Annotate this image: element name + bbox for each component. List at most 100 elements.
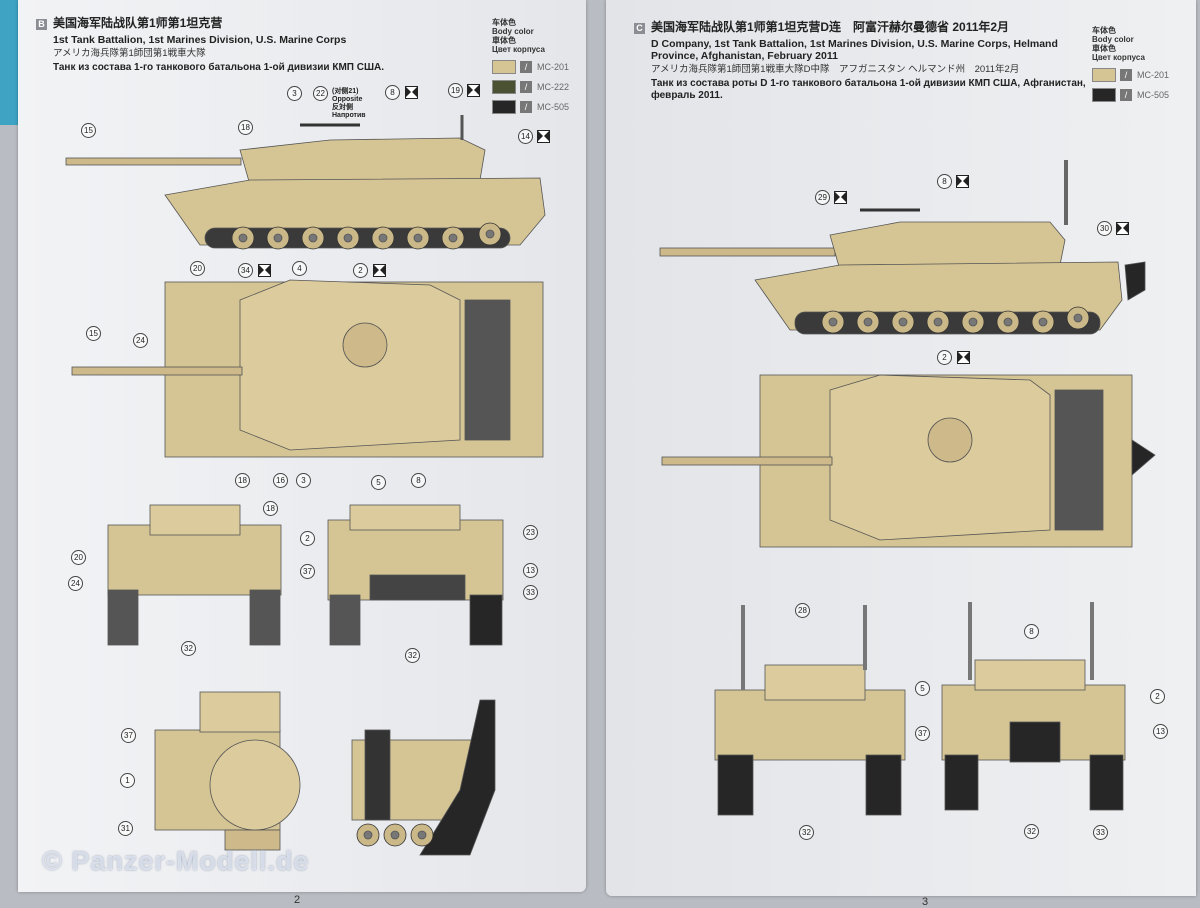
decal-marker-icon bbox=[1116, 222, 1129, 235]
callout: 24 bbox=[133, 333, 148, 348]
tank-detail-views-left bbox=[154, 691, 496, 856]
brush-icon: / bbox=[520, 81, 532, 93]
legend-heading-jp: 車体色 bbox=[1092, 44, 1116, 53]
callout: 20 bbox=[71, 550, 86, 565]
decal-marker-icon bbox=[467, 84, 480, 97]
title-en: D Company, 1st Tank Battalion, 1st Marin… bbox=[651, 38, 1058, 62]
callout: 3 bbox=[296, 473, 311, 488]
callout: 4 bbox=[292, 261, 307, 276]
decal-marker-icon bbox=[373, 264, 386, 277]
callout: 15 bbox=[81, 123, 96, 138]
tank-top-view-left bbox=[71, 279, 544, 458]
callout: 22 bbox=[313, 86, 328, 101]
opposite-note: (对侧21) Opposite 反対側 Напротив bbox=[332, 88, 366, 120]
brush-icon: / bbox=[1120, 69, 1132, 81]
callout: 30 bbox=[1097, 221, 1112, 236]
callout: 37 bbox=[915, 726, 930, 741]
callout: 8 bbox=[937, 174, 952, 189]
callout: 18 bbox=[235, 473, 250, 488]
callout: 18 bbox=[238, 120, 253, 135]
legend-heading-en: Body color bbox=[1092, 35, 1134, 44]
callout: 28 bbox=[795, 603, 810, 618]
legend-heading-cn: 车体色 bbox=[492, 18, 516, 27]
callout: 14 bbox=[518, 129, 533, 144]
callout: 33 bbox=[523, 585, 538, 600]
legend-row: / MC-201 bbox=[492, 60, 569, 74]
callout: 13 bbox=[1153, 724, 1168, 739]
callout: 2 bbox=[353, 263, 368, 278]
title-cn: 美国海军陆战队第1师第1坦克营D连 阿富汗赫尔曼德省 2011年2月 bbox=[651, 20, 1010, 34]
tank-side-view-right bbox=[659, 160, 1146, 335]
opposite-note-en: Opposite bbox=[332, 96, 363, 103]
decal-marker-icon bbox=[957, 351, 970, 364]
callout: 24 bbox=[68, 576, 83, 591]
decal-marker-icon bbox=[258, 264, 271, 277]
title-ru: Танк из состава 1-го танкового батальона… bbox=[53, 62, 385, 73]
callout: 19 bbox=[448, 83, 463, 98]
callout: 3 bbox=[287, 86, 302, 101]
color-legend: 车体色 Body color 車体色 Цвет корпуса /MC-201 … bbox=[1092, 26, 1169, 102]
legend-heading-ru: Цвет корпуса bbox=[492, 45, 545, 54]
page-number: 2 bbox=[294, 894, 301, 906]
callout: 2 bbox=[1150, 689, 1165, 704]
brush-icon: / bbox=[520, 61, 532, 73]
tank-front-view-right bbox=[714, 605, 906, 816]
tank-top-view-right bbox=[661, 374, 1156, 548]
callout: 34 bbox=[238, 263, 253, 278]
tank-rear-view-left bbox=[327, 504, 504, 646]
callout: 5 bbox=[371, 475, 386, 490]
opposite-note-ru: Напротив bbox=[332, 112, 366, 119]
callout: 18 bbox=[263, 501, 278, 516]
callout: 2 bbox=[937, 350, 952, 365]
color-code: MC-505 bbox=[537, 102, 570, 112]
page-number: 3 bbox=[922, 896, 929, 908]
callout: 31 bbox=[118, 821, 133, 836]
title-ru: Танк из состава роты D 1-го танкового ба… bbox=[651, 78, 1086, 101]
legend-heading-ru: Цвет корпуса bbox=[1092, 53, 1145, 62]
watermark: © Panzer-Modell.de bbox=[42, 846, 310, 876]
color-swatch bbox=[1092, 68, 1116, 82]
decal-marker-icon bbox=[405, 86, 418, 99]
color-swatch bbox=[1092, 88, 1116, 102]
legend-row: / MC-201 bbox=[1092, 68, 1169, 82]
callout: 29 bbox=[815, 190, 830, 205]
callout: 2 bbox=[300, 531, 315, 546]
tank-rear-view-right bbox=[941, 602, 1126, 811]
callout: 32 bbox=[799, 825, 814, 840]
decal-marker-icon bbox=[537, 130, 550, 143]
legend-heading-en: Body color bbox=[492, 27, 534, 36]
opposite-note-cn: (对侧21) bbox=[332, 88, 359, 95]
legend-heading-jp: 車体色 bbox=[492, 36, 516, 45]
callout: 37 bbox=[300, 564, 315, 579]
title-jp: アメリカ海兵隊第1師団第1戦車大隊D中隊 アフガニスタン ヘルマンド州 2011… bbox=[651, 64, 1020, 75]
color-code: MC-222 bbox=[537, 82, 570, 92]
callout: 32 bbox=[181, 641, 196, 656]
callout: 1 bbox=[120, 773, 135, 788]
callout: 5 bbox=[915, 681, 930, 696]
callout: 32 bbox=[1024, 824, 1039, 839]
brush-icon: / bbox=[520, 101, 532, 113]
callout: 16 bbox=[273, 473, 288, 488]
decal-marker-icon bbox=[956, 175, 969, 188]
scheme-badge: B bbox=[36, 19, 47, 30]
color-code: MC-201 bbox=[537, 62, 570, 72]
brush-icon: / bbox=[1120, 89, 1132, 101]
callout: 37 bbox=[121, 728, 136, 743]
callout: 33 bbox=[1093, 825, 1108, 840]
scheme-header: B 美国海军陆战队第1师第1坦克营 1st Tank Battalion, 1st… bbox=[36, 14, 384, 74]
color-swatch bbox=[492, 100, 516, 114]
color-swatch bbox=[492, 60, 516, 74]
title-jp: アメリカ海兵隊第1師団第1戦車大隊 bbox=[53, 48, 206, 59]
title-cn: 美国海军陆战队第1师第1坦克营 bbox=[53, 16, 223, 30]
title-en: 1st Tank Battalion, 1st Marines Division… bbox=[53, 34, 347, 46]
callout: 20 bbox=[190, 261, 205, 276]
callout: 13 bbox=[523, 563, 538, 578]
legend-row: /MC-505 bbox=[1092, 88, 1169, 102]
color-code: MC-201 bbox=[1137, 70, 1170, 80]
callout: 8 bbox=[1024, 624, 1039, 639]
callout: 8 bbox=[411, 473, 426, 488]
callout: 32 bbox=[405, 648, 420, 663]
color-swatch bbox=[492, 80, 516, 94]
